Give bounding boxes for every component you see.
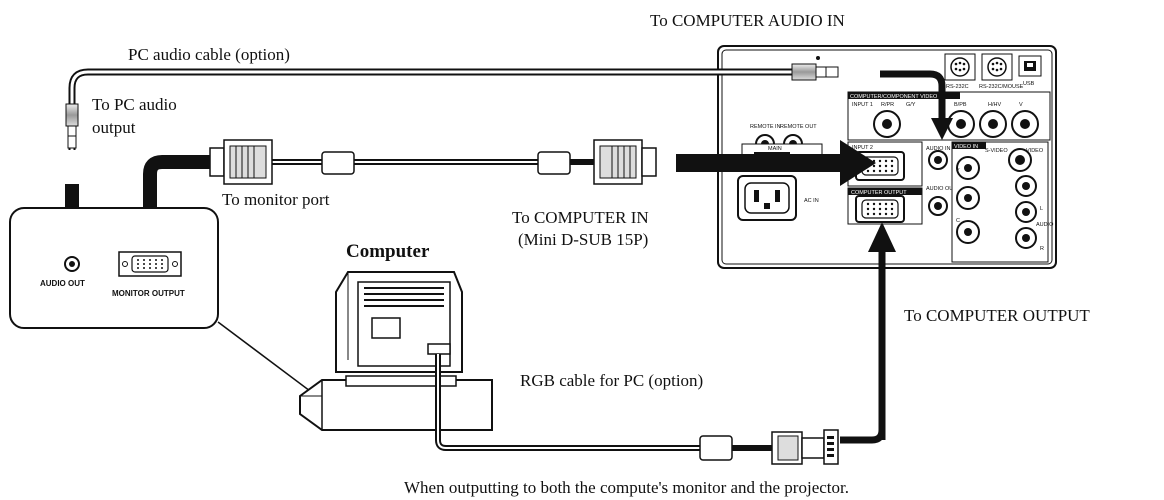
rs232c-mouse-port: RS-232C/MOUSE <box>979 53 1024 90</box>
ac-inlet: AC IN <box>737 175 819 221</box>
usb-label: USB <box>1023 81 1035 87</box>
r-pr-label: R/PR <box>881 102 894 108</box>
y-label: Y <box>956 168 960 174</box>
pc-audio-out-label: AUDIO OUT <box>40 279 85 288</box>
s-video-jack <box>1008 148 1032 172</box>
remote-in-label: REMOTE IN <box>750 124 781 130</box>
rs232c-label: RS-232C <box>946 84 969 90</box>
monitor-output-port <box>118 251 182 277</box>
computer-output-port-label: COMPUTER OUTPUT <box>851 190 907 196</box>
input-2-label: INPUT 2 <box>852 145 873 151</box>
computer-illustration <box>299 271 493 431</box>
bnc-connectors <box>873 110 1039 138</box>
input-1-label: INPUT 1 <box>852 102 873 108</box>
v-label: V <box>1019 102 1023 108</box>
b-pb-label: B/PB <box>954 102 967 108</box>
video-rca-jacks <box>956 156 1037 249</box>
rgb-cable <box>435 354 839 465</box>
audio-out-jack <box>928 196 948 216</box>
video-in-label: VIDEO IN <box>954 144 978 150</box>
main-label: MAIN <box>768 146 782 152</box>
remote-out-label: REMOTE OUT <box>780 124 817 130</box>
monitor-cable <box>209 139 657 185</box>
to-computer-audio-in-label: To COMPUTER AUDIO IN <box>650 11 845 30</box>
caption: When outputting to both the compute's mo… <box>404 478 849 497</box>
pc-audio-cable <box>65 56 839 150</box>
ac-in-label: AC IN <box>804 198 819 204</box>
computer-component-video-label: COMPUTER/COMPONENT VIDEO <box>850 94 938 100</box>
to-pc-audio-output-label-1: To PC audio <box>92 95 177 114</box>
to-computer-in-label-1: To COMPUTER IN <box>512 208 649 227</box>
to-computer-in-label-2: (Mini D-SUB 15P) <box>518 230 648 249</box>
audio-label: AUDIO <box>1036 222 1054 228</box>
rgb-cable-label: RGB cable for PC (option) <box>520 371 703 390</box>
to-computer-output-label: To COMPUTER OUTPUT <box>904 306 1090 325</box>
c-label: C <box>956 218 960 224</box>
audio-in-label: AUDIO IN <box>926 146 950 152</box>
to-pc-audio-output-label-2: output <box>92 118 136 137</box>
usb-port: USB <box>1018 55 1042 87</box>
h-hv-label: H/HV <box>988 102 1001 108</box>
computer-label: Computer <box>346 241 430 262</box>
g-y-label: G/Y <box>906 102 916 108</box>
audio-out-jack-pc <box>64 256 80 272</box>
computer-output-dsub <box>855 195 905 223</box>
s-video-label: S-VIDEO <box>985 148 1008 154</box>
pc-monitor-output-label: MONITOR OUTPUT <box>112 289 185 298</box>
pc-connector-panel: AUDIO OUT MONITOR OUTPUT <box>9 207 219 329</box>
audio-out-port-label: AUDIO OUT <box>926 186 957 192</box>
l-label: L <box>1040 206 1043 212</box>
r-label: R <box>1040 246 1044 252</box>
to-monitor-port-label: To monitor port <box>222 190 330 209</box>
rs232c-port: RS-232C <box>944 53 976 90</box>
rs232c-mouse-label: RS-232C/MOUSE <box>979 84 1024 90</box>
video-label: VIDEO <box>1026 148 1044 154</box>
audio-in-jack <box>928 150 948 170</box>
pc-audio-cable-label: PC audio cable (option) <box>128 45 290 64</box>
